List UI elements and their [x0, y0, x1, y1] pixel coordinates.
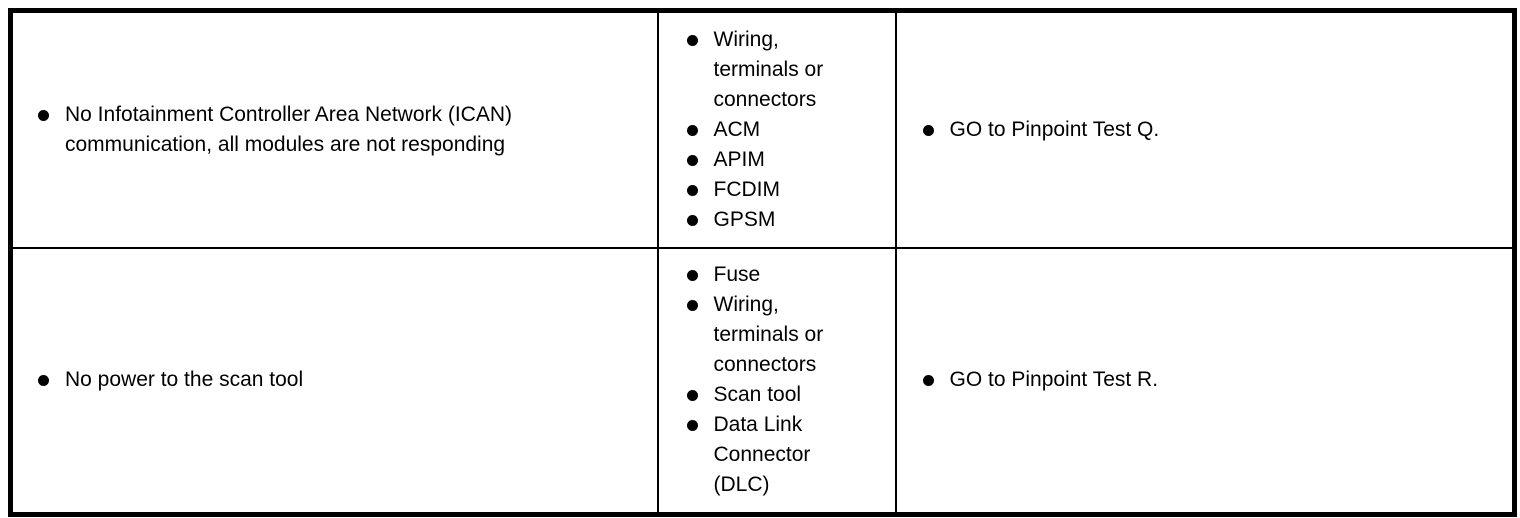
bullet-icon: [686, 214, 698, 226]
source-text: FCDIM: [713, 177, 781, 201]
bullet-icon: [686, 154, 698, 166]
diagnostic-table: No Infotainment Controller Area Network …: [8, 8, 1517, 517]
sources-list: Wiring, terminals or connectors ACM APIM: [686, 25, 857, 235]
list-item: ACM: [686, 115, 857, 145]
list-item: APIM: [686, 145, 857, 175]
table-row: No power to the scan tool Fuse Wiring, t…: [9, 246, 1516, 516]
possible-sources-cell: Fuse Wiring, terminals or connectors Sca…: [656, 246, 897, 516]
list-item: Wiring, terminals or connectors: [686, 25, 857, 115]
symptom-cell: No power to the scan tool: [9, 246, 659, 516]
bullet-icon: [686, 270, 698, 282]
list-item: No power to the scan tool: [38, 365, 617, 395]
list-item: FCDIM: [686, 175, 857, 205]
bullet-icon: [686, 390, 698, 402]
list-item: Data Link Connector (DLC): [686, 410, 857, 500]
source-text: Wiring, terminals or connectors: [713, 293, 824, 377]
source-text: APIM: [713, 147, 765, 171]
bullet-icon: [922, 124, 934, 136]
symptom-cell: No Infotainment Controller Area Network …: [9, 9, 659, 249]
action-list: GO to Pinpoint Test R.: [922, 365, 1483, 395]
list-item: Fuse: [686, 260, 857, 290]
table-row: No Infotainment Controller Area Network …: [9, 9, 1516, 249]
bullet-icon: [686, 34, 698, 46]
bullet-icon: [38, 375, 49, 387]
symptom-text: No power to the scan tool: [65, 368, 304, 392]
action-text: GO to Pinpoint Test Q.: [949, 117, 1160, 141]
action-list: GO to Pinpoint Test Q.: [922, 115, 1483, 145]
symptom-text: No Infotainment Controller Area Network …: [65, 102, 512, 156]
bullet-icon: [686, 420, 698, 432]
list-item: Scan tool: [686, 380, 857, 410]
source-text: Wiring, terminals or connectors: [713, 27, 824, 111]
source-text: GPSM: [713, 207, 776, 231]
bullet-icon: [922, 375, 934, 387]
source-text: Data Link Connector (DLC): [713, 413, 811, 497]
symptom-list: No Infotainment Controller Area Network …: [38, 100, 617, 160]
possible-sources-cell: Wiring, terminals or connectors ACM APIM: [656, 9, 897, 249]
sources-list: Fuse Wiring, terminals or connectors Sca…: [686, 260, 857, 500]
bullet-icon: [686, 124, 698, 136]
bullet-icon: [686, 184, 698, 196]
list-item: GO to Pinpoint Test Q.: [922, 115, 1483, 145]
source-text: Scan tool: [713, 383, 802, 407]
bullet-icon: [38, 109, 49, 121]
list-item: GPSM: [686, 205, 857, 235]
source-text: Fuse: [713, 263, 761, 287]
list-item: Wiring, terminals or connectors: [686, 290, 857, 380]
list-item: No Infotainment Controller Area Network …: [38, 100, 617, 160]
action-cell: GO to Pinpoint Test Q.: [894, 9, 1516, 249]
action-cell: GO to Pinpoint Test R.: [894, 246, 1516, 516]
bullet-icon: [686, 300, 698, 312]
source-text: ACM: [713, 117, 761, 141]
action-text: GO to Pinpoint Test R.: [949, 368, 1159, 392]
list-item: GO to Pinpoint Test R.: [922, 365, 1483, 395]
symptom-list: No power to the scan tool: [38, 365, 617, 395]
